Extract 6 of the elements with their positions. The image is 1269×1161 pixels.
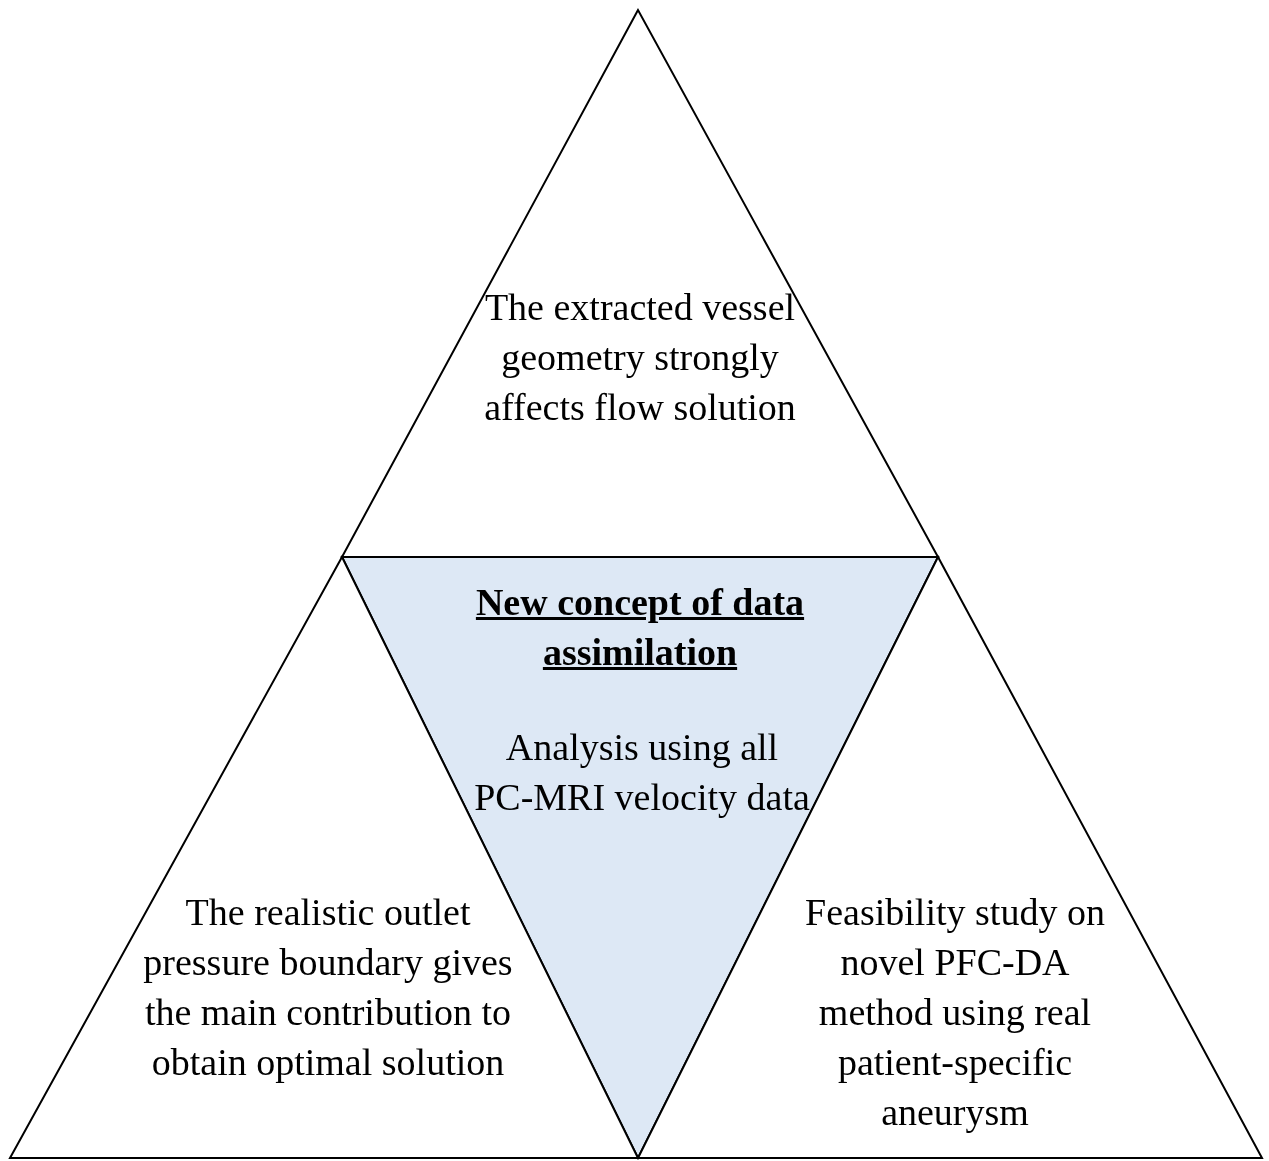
triangle-segment xyxy=(342,10,938,557)
panel-heading: New concept of data assimilation xyxy=(474,580,806,675)
panel-text: The extracted vessel geometry strongly affects flow solution xyxy=(483,285,797,430)
panel-text: Analysis using all PC-MRI velocity data xyxy=(473,725,811,820)
panel-text: The realistic outlet pressure boundary gives the main contribution to obtain optimal solution xyxy=(142,890,514,1085)
panel-text: Feasibility study on novel PFC-DA method using real patient-specific aneurysm xyxy=(804,890,1106,1135)
